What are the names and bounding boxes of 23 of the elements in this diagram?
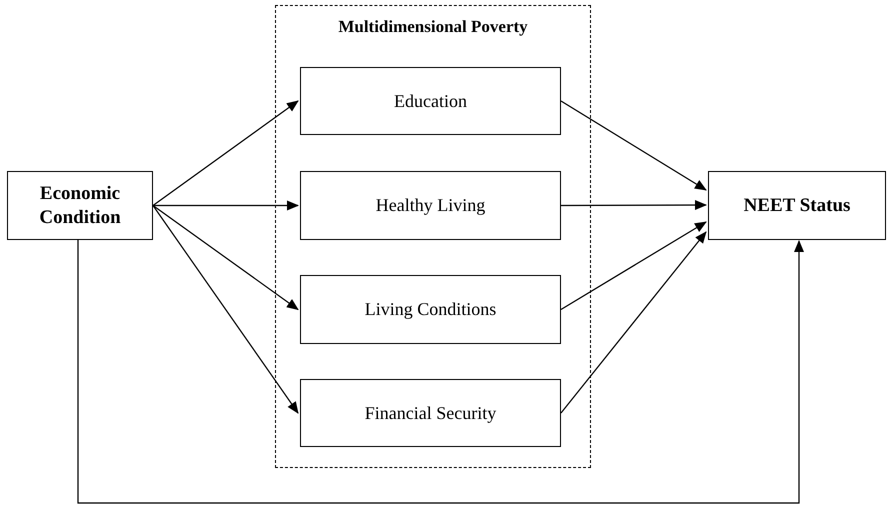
arrow — [152, 205, 299, 310]
box-label: Financial Security — [364, 402, 496, 424]
process-box — [300, 275, 561, 344]
arrow — [560, 221, 707, 310]
process-box — [300, 171, 561, 240]
arrow — [152, 100, 299, 206]
box-label: Education — [394, 90, 467, 112]
arrow — [560, 231, 707, 414]
process-box — [300, 379, 561, 447]
box-label: Living Conditions — [364, 298, 496, 321]
box-label: Economic Condition — [38, 182, 122, 230]
box-label: NEET Status — [744, 194, 850, 218]
group-title: Multidimensional Poverty — [338, 16, 528, 38]
arrow — [153, 200, 299, 210]
process-box — [708, 171, 886, 240]
process-box — [300, 67, 561, 135]
box-label: Healthy Living — [376, 194, 486, 217]
dashed-group-box — [275, 5, 591, 468]
arrow — [561, 200, 707, 210]
arrow — [77, 240, 804, 504]
process-box — [7, 171, 153, 240]
arrow — [560, 100, 707, 191]
arrow — [152, 205, 299, 414]
